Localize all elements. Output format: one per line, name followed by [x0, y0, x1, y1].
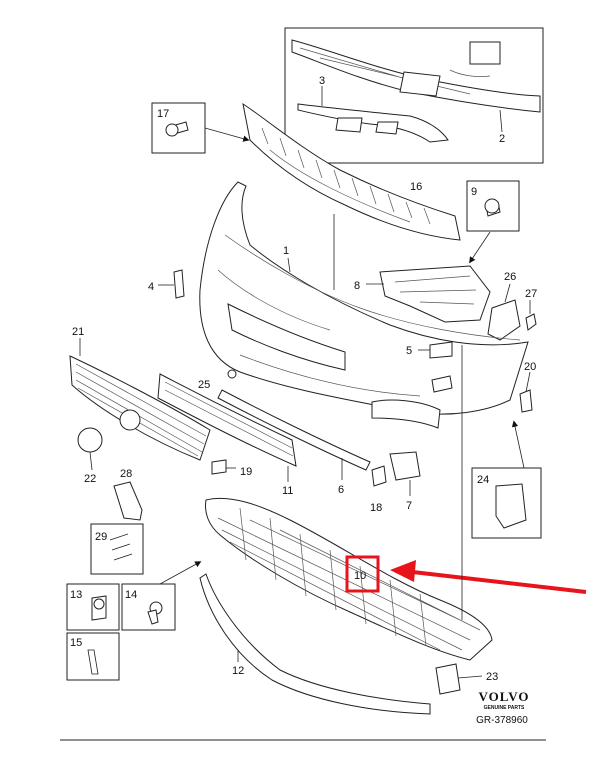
callout-16: 16	[410, 181, 422, 193]
callout-17: 17	[157, 108, 169, 120]
brand-block: VOLVO GENUINE PARTS GR-378960	[476, 689, 530, 726]
callout-3: 3	[319, 75, 325, 87]
callout-7: 7	[406, 500, 412, 512]
callout-14: 14	[125, 589, 137, 601]
callout-26: 26	[504, 271, 516, 283]
callout-15: 15	[70, 637, 82, 649]
highlight-box-part-10	[345, 555, 380, 593]
callout-21: 21	[72, 326, 84, 338]
callout-23: 23	[486, 671, 498, 683]
callout-4: 4	[148, 281, 154, 293]
reference-code: GR-378960	[476, 715, 528, 726]
part-24-box	[471, 420, 542, 539]
part-1-bumper-cover	[199, 181, 529, 429]
callout-5: 5	[406, 345, 412, 357]
callout-12: 12	[232, 665, 244, 677]
part-21-grille	[69, 338, 211, 461]
brand-name: VOLVO	[479, 689, 530, 704]
callout-1: 1	[283, 245, 289, 257]
callout-19: 19	[240, 466, 252, 478]
part-10-undertray	[205, 497, 493, 661]
callout-25: 25	[198, 379, 210, 391]
part-14-box	[121, 561, 202, 631]
brand-tagline: GENUINE PARTS	[484, 705, 525, 711]
callout-18: 18	[370, 502, 382, 514]
part-13-box	[66, 583, 120, 631]
callout-10: 10	[354, 570, 366, 582]
part-23-clip	[435, 663, 483, 695]
red-arrow-indicator	[390, 560, 587, 594]
part-6-trim-strip	[217, 389, 371, 480]
part-22-emblem	[77, 427, 103, 471]
part-4-clip	[158, 269, 185, 299]
callout-27: 27	[525, 288, 537, 300]
part-26-bracket	[487, 283, 521, 341]
part-27-screw	[525, 300, 537, 331]
part-16-upper-bracket	[242, 102, 461, 241]
callout-29: 29	[95, 531, 107, 543]
part-8-side-bracket	[366, 265, 491, 323]
part-29-box	[90, 523, 144, 575]
part-7-bracket	[389, 451, 421, 496]
part-28-bracket	[113, 481, 143, 521]
callout-6: 6	[338, 484, 344, 496]
part-18-clip	[371, 465, 387, 487]
part-20-marker	[519, 371, 533, 413]
part-19-clip	[211, 459, 236, 475]
inset-detail-box	[284, 27, 544, 164]
callout-20: 20	[524, 361, 536, 373]
part-25-clip	[227, 369, 237, 379]
callout-8: 8	[354, 280, 360, 292]
part-17-box	[151, 102, 250, 154]
callout-9: 9	[471, 186, 477, 198]
callout-28: 28	[120, 468, 132, 480]
callout-24: 24	[477, 474, 489, 486]
callout-11: 11	[282, 485, 293, 497]
callout-labels: 1 2 3 4 5 6 7 8 9 10 11 12 13 14 15 16 1…	[70, 75, 537, 683]
part-15-box	[66, 632, 120, 681]
callout-22: 22	[84, 473, 96, 485]
part-12-spoiler-lip	[199, 573, 431, 715]
callout-2: 2	[499, 133, 505, 145]
callout-13: 13	[70, 589, 82, 601]
part-9-box	[466, 180, 520, 264]
part-11-lower-grille	[157, 373, 297, 482]
